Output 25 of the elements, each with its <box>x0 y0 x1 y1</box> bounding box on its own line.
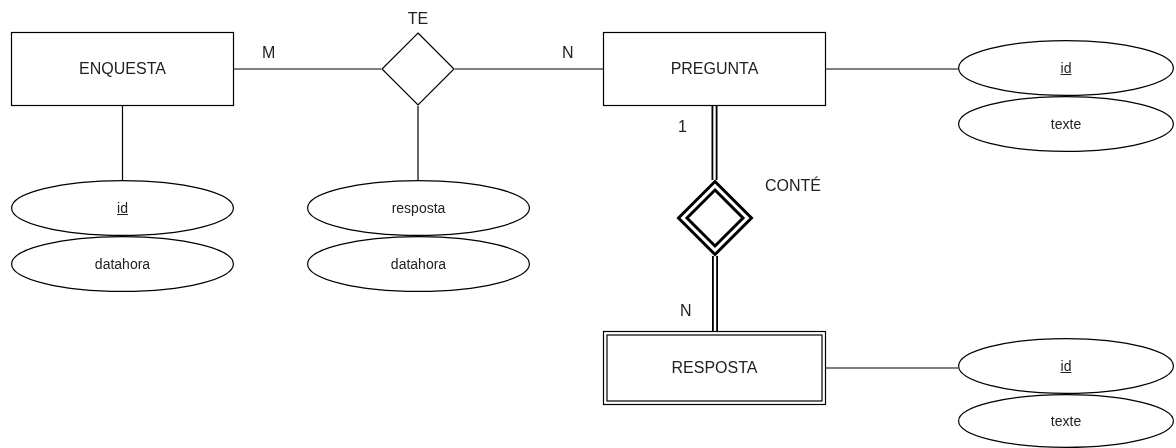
attribute-name: id <box>1060 59 1072 77</box>
connector-double-line <box>711 106 718 180</box>
attribute-name: id <box>117 199 128 217</box>
entity-name: RESPOSTA <box>671 359 758 377</box>
entity-name: ENQUESTA <box>79 60 166 78</box>
connector-line <box>825 367 959 369</box>
connector-line <box>454 68 604 70</box>
attribute-name: id <box>1060 357 1072 375</box>
cardinality-label: N <box>562 44 574 62</box>
attribute-name: datahora <box>94 255 151 273</box>
cardinality-label: N <box>680 302 692 320</box>
attribute-name: resposta <box>391 199 446 217</box>
cardinality-label: M <box>262 44 276 62</box>
connector-line <box>825 68 959 70</box>
connector-line <box>233 68 382 70</box>
cardinality-label: 1 <box>678 118 687 136</box>
attribute-name: texte <box>1050 115 1082 133</box>
connector-line <box>121 105 124 181</box>
attribute-name: texte <box>1050 412 1082 430</box>
entity-name: PREGUNTA <box>670 60 759 78</box>
connector-double-line <box>712 256 718 331</box>
relationship-name: TE <box>407 10 429 28</box>
connector-line <box>417 105 419 181</box>
relationship-name: CONTÉ <box>765 177 821 195</box>
attribute-name: datahora <box>390 255 447 273</box>
